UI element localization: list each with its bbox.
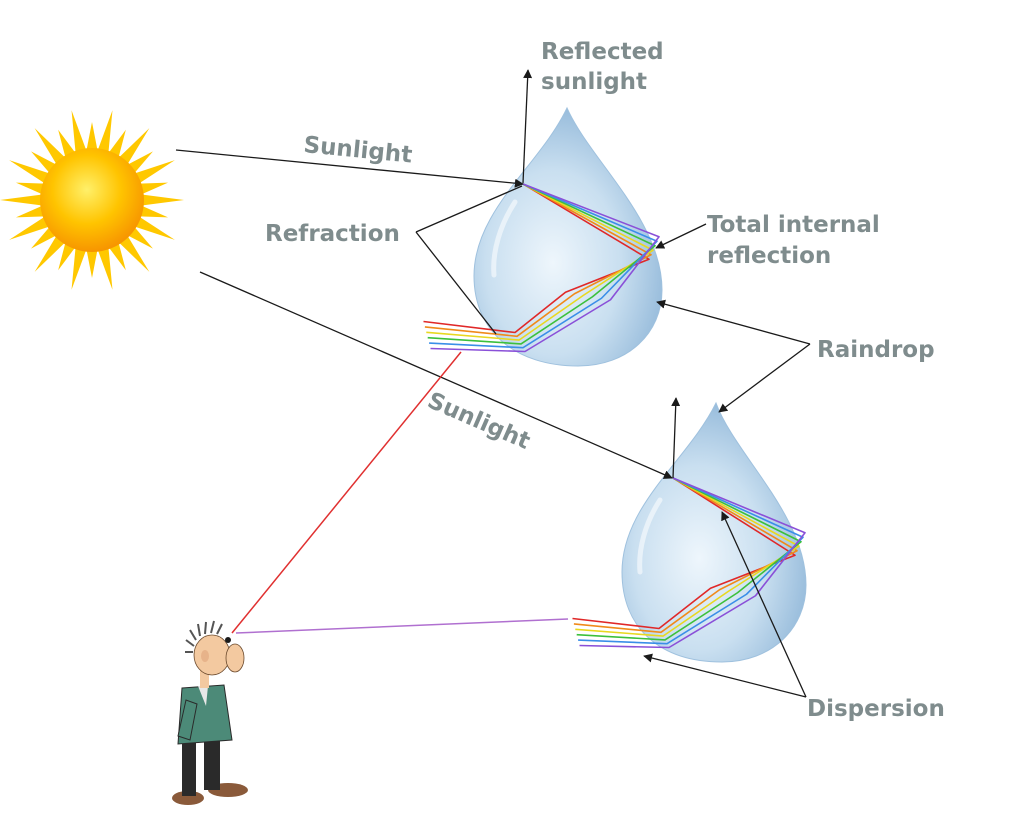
sun-ray xyxy=(141,194,184,206)
spectrum-ray xyxy=(429,183,658,349)
sun-ray xyxy=(118,128,150,165)
label-total-internal-reflection-2: reflection xyxy=(707,243,831,269)
sun-ray xyxy=(127,151,153,174)
spectrum-ray xyxy=(572,477,796,630)
sun-ray xyxy=(34,235,66,272)
sun-ray xyxy=(58,129,76,158)
sun-ray xyxy=(15,182,45,195)
label-sunlight-bottom: Sunlight xyxy=(424,388,534,455)
sun-ray xyxy=(139,182,169,195)
dispersion-rays-bottom xyxy=(572,477,806,649)
sun-ray xyxy=(71,247,87,290)
sun-ray xyxy=(15,205,45,218)
sun-ray xyxy=(86,249,98,278)
dispersion-rays-top xyxy=(423,183,660,353)
label-dispersion: Dispersion xyxy=(807,696,945,722)
sun-ray xyxy=(58,242,76,271)
sun-ray xyxy=(108,129,126,158)
sun-ray xyxy=(31,226,57,249)
person-icon xyxy=(172,620,248,805)
label-total-internal-reflection-1: Total internal xyxy=(707,212,880,238)
raindrop-icon xyxy=(621,401,807,663)
spectrum-ray xyxy=(579,477,806,649)
spectrum-ray xyxy=(578,477,804,645)
sun-ray xyxy=(139,205,169,218)
sun-ray xyxy=(9,160,50,184)
label-sunlight-top: Sunlight xyxy=(302,132,413,169)
spectrum-ray xyxy=(426,183,654,341)
refraction-pointers xyxy=(415,185,523,335)
dispersion-pointers xyxy=(643,511,807,698)
label-reflected-sunlight-2: sunlight xyxy=(541,69,647,95)
spectrum-ray xyxy=(430,183,660,353)
sun-ray xyxy=(97,110,113,153)
spectrum-ray xyxy=(424,183,652,338)
spectrum-ray xyxy=(576,477,802,641)
spectrum-ray xyxy=(427,183,656,345)
sun-ray xyxy=(118,235,150,272)
sunlight-ray-top xyxy=(175,149,524,188)
label-refraction: Refraction xyxy=(265,221,400,247)
label-raindrop: Raindrop xyxy=(817,337,935,363)
reflected-ray-top xyxy=(522,69,533,184)
spectrum-ray xyxy=(575,477,800,637)
sun-icon xyxy=(0,110,184,290)
spectrum-ray xyxy=(423,183,650,334)
sun-ray xyxy=(134,216,175,240)
sun-ray xyxy=(0,194,43,206)
sun-ray xyxy=(71,110,87,153)
sun-ray xyxy=(97,247,113,290)
sightline-violet xyxy=(235,618,569,634)
sun-ray xyxy=(134,160,175,184)
sightline-red xyxy=(231,351,462,634)
raindrop-pointers xyxy=(656,299,811,413)
reflected-ray-bottom xyxy=(671,397,681,479)
total-reflection-pointer xyxy=(655,223,707,249)
sunlight-ray-bottom xyxy=(199,271,673,479)
spectrum-ray xyxy=(573,477,798,634)
sun-ray xyxy=(108,242,126,271)
sun-ray xyxy=(34,128,66,165)
label-reflected-sunlight-1: Reflected xyxy=(541,39,664,65)
sun-ray xyxy=(9,216,50,240)
sun-ray xyxy=(31,151,57,174)
raindrop-icon xyxy=(473,106,663,367)
sun-ray xyxy=(86,122,98,151)
sun-ray xyxy=(127,226,153,249)
